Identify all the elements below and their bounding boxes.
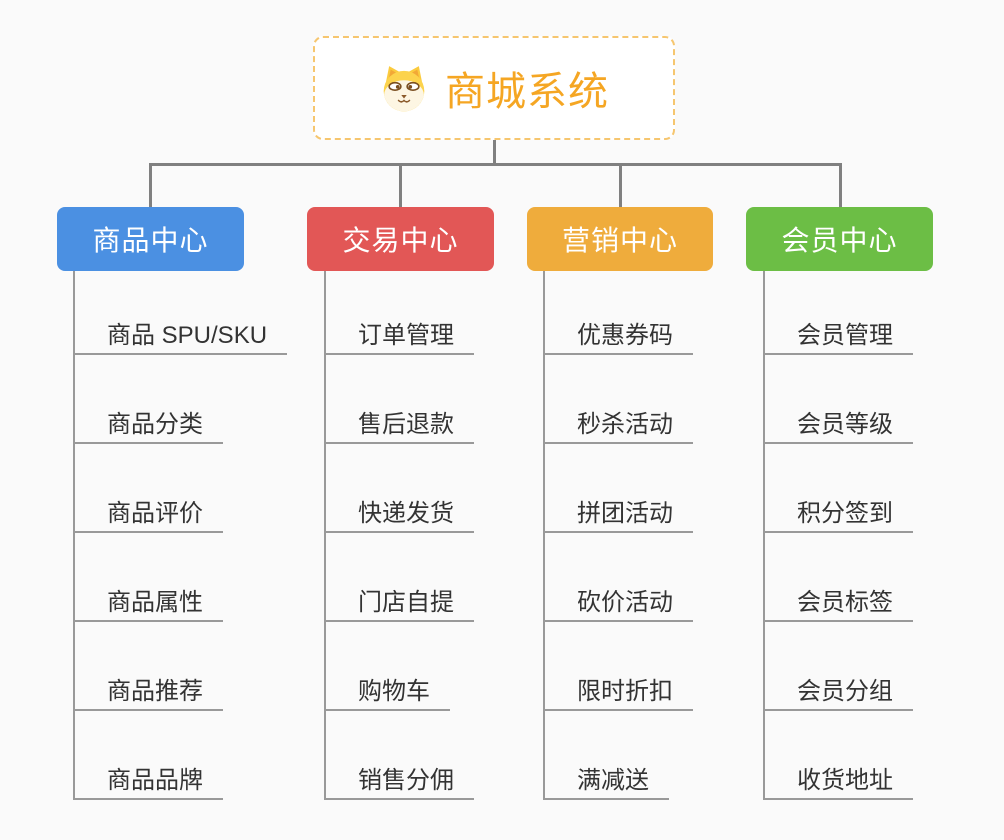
leaf-column-trade-center: 订单管理 售后退款 快递发货 门店自提 购物车 销售分佣 [324,266,474,800]
leaf-item[interactable]: 砍价活动 [543,533,693,622]
leaf-item[interactable]: 会员管理 [763,266,913,355]
branch-node-marketing-center[interactable]: 营销中心 [527,207,713,271]
leaf-item[interactable]: 收货地址 [763,711,913,800]
connector-stub-product [149,163,152,208]
leaf-item[interactable]: 商品品牌 [73,711,223,800]
dog-face-icon [383,66,425,112]
leaf-item[interactable]: 商品推荐 [73,622,223,711]
leaf-item[interactable]: 门店自提 [324,533,474,622]
leaf-column-product-center: 商品 SPU/SKU 商品分类 商品评价 商品属性 商品推荐 商品品牌 [73,266,288,800]
branch-node-product-center[interactable]: 商品中心 [57,207,244,271]
leaf-column-member-center: 会员管理 会员等级 积分签到 会员标签 会员分组 收货地址 [763,266,913,800]
leaf-item[interactable]: 商品评价 [73,444,223,533]
connector-stub-member [839,163,842,208]
leaf-item[interactable]: 商品 SPU/SKU [73,266,288,355]
leaf-item[interactable]: 会员标签 [763,533,913,622]
leaf-item[interactable]: 快递发货 [324,444,474,533]
branch-node-member-center[interactable]: 会员中心 [746,207,933,271]
root-topic[interactable]: 商城系统 [313,36,675,140]
leaf-item[interactable]: 商品属性 [73,533,223,622]
leaf-item[interactable]: 会员分组 [763,622,913,711]
connector-stub-trade [399,163,402,208]
connector-root-stem [493,140,496,164]
leaf-item[interactable]: 优惠券码 [543,266,693,355]
rail-marketing-center [543,271,545,800]
leaf-item[interactable]: 售后退款 [324,355,474,444]
rail-product-center [73,271,75,800]
branch-node-trade-center[interactable]: 交易中心 [307,207,494,271]
leaf-item[interactable]: 订单管理 [324,266,474,355]
connector-stub-marketing [619,163,622,208]
leaf-item[interactable]: 限时折扣 [543,622,693,711]
leaf-column-marketing-center: 优惠券码 秒杀活动 拼团活动 砍价活动 限时折扣 满减送 [543,266,693,800]
leaf-item[interactable]: 购物车 [324,622,450,711]
leaf-item[interactable]: 积分签到 [763,444,913,533]
rail-member-center [763,271,765,800]
connector-main-rail [149,163,842,166]
leaf-item[interactable]: 商品分类 [73,355,223,444]
leaf-item[interactable]: 销售分佣 [324,711,474,800]
rail-trade-center [324,271,326,800]
leaf-item[interactable]: 秒杀活动 [543,355,693,444]
root-topic-label: 商城系统 [445,70,609,114]
leaf-item[interactable]: 满减送 [543,711,669,800]
leaf-item[interactable]: 会员等级 [763,355,913,444]
leaf-item[interactable]: 拼团活动 [543,444,693,533]
